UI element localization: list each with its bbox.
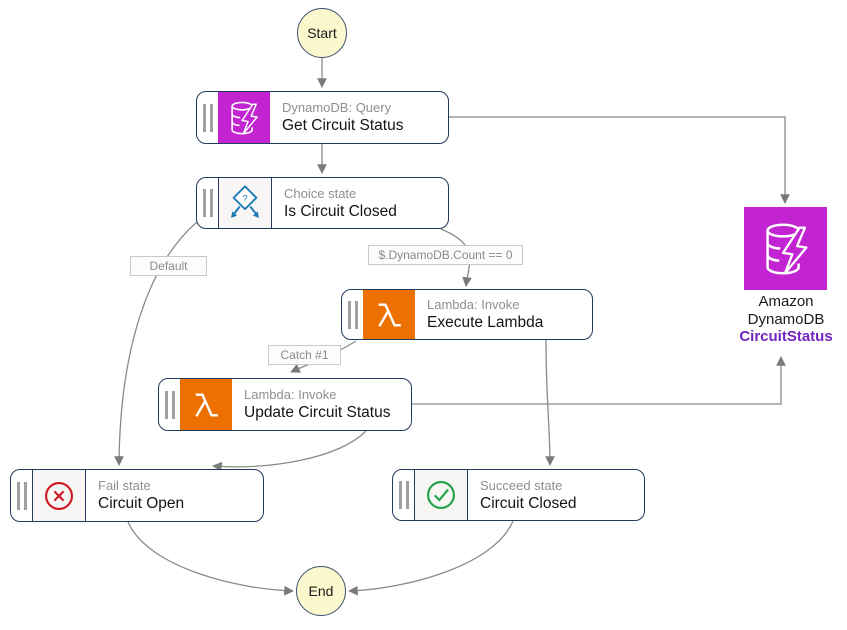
edge-label-catch: Catch #1 [268,345,341,365]
drag-handle-bars-icon [393,470,415,520]
end-node: End [296,566,346,616]
edge-fail-to-end [127,521,294,596]
state-type-label: DynamoDB: Query [282,100,392,115]
edge-execute-to-succeed [545,339,555,466]
edge-update-to-dynamodb-resource [412,356,786,405]
state-type-label: Lambda: Invoke [427,297,520,312]
state-name-label: Circuit Open [98,495,185,512]
lambda-icon [363,290,415,339]
dynamodb-resource-caption: Amazon DynamoDB CircuitStatus [711,293,847,346]
edge-label-default: Default [130,256,207,276]
state-execute-lambda[interactable]: Lambda: Invoke Execute Lambda [341,289,593,340]
state-name-label: Get Circuit Status [282,117,404,134]
dynamodb-resource-icon[interactable] [744,207,827,290]
state-circuit-open-fail[interactable]: Fail state Circuit Open [10,469,264,522]
end-label: End [308,583,334,599]
state-type-label: Fail state [98,478,151,493]
resource-line1: Amazon [758,293,814,310]
fail-icon [33,470,86,521]
lambda-icon [180,379,232,430]
start-label: Start [307,25,337,41]
state-update-circuit-status[interactable]: Lambda: Invoke Update Circuit Status [158,378,412,431]
drag-handle-bars-icon [197,92,218,143]
state-name-label: Execute Lambda [427,314,544,331]
drag-handle-bars-icon [11,470,33,521]
state-get-circuit-status[interactable]: DynamoDB: Query Get Circuit Status [196,91,449,144]
start-node: Start [297,8,347,58]
state-type-label: Lambda: Invoke [244,387,337,402]
edge-succeed-to-end [348,520,514,596]
succeed-icon [415,470,468,520]
state-name-label: Update Circuit Status [244,404,391,421]
state-type-label: Choice state [284,185,357,201]
choice-icon [219,178,272,228]
state-is-circuit-closed[interactable]: Choice state Is Circuit Closed [196,177,449,229]
state-circuit-closed-succeed[interactable]: Succeed state Circuit Closed [392,469,645,521]
state-name-label: Circuit Closed [480,494,577,512]
state-name-label: Is Circuit Closed [284,202,397,220]
drag-handle-bars-icon [342,290,363,339]
resource-line2: DynamoDB [747,310,825,328]
resource-table-name: CircuitStatus [739,328,833,345]
state-type-label: Succeed state [480,477,563,493]
edge-get-status-to-dynamodb-resource [449,116,790,204]
edge-label-count-condition: $.DynamoDB.Count == 0 [368,245,523,265]
dynamodb-icon [218,92,270,143]
edge-update-to-fail [212,430,367,472]
drag-handle-bars-icon [159,379,180,430]
drag-handle-bars-icon [197,178,219,228]
